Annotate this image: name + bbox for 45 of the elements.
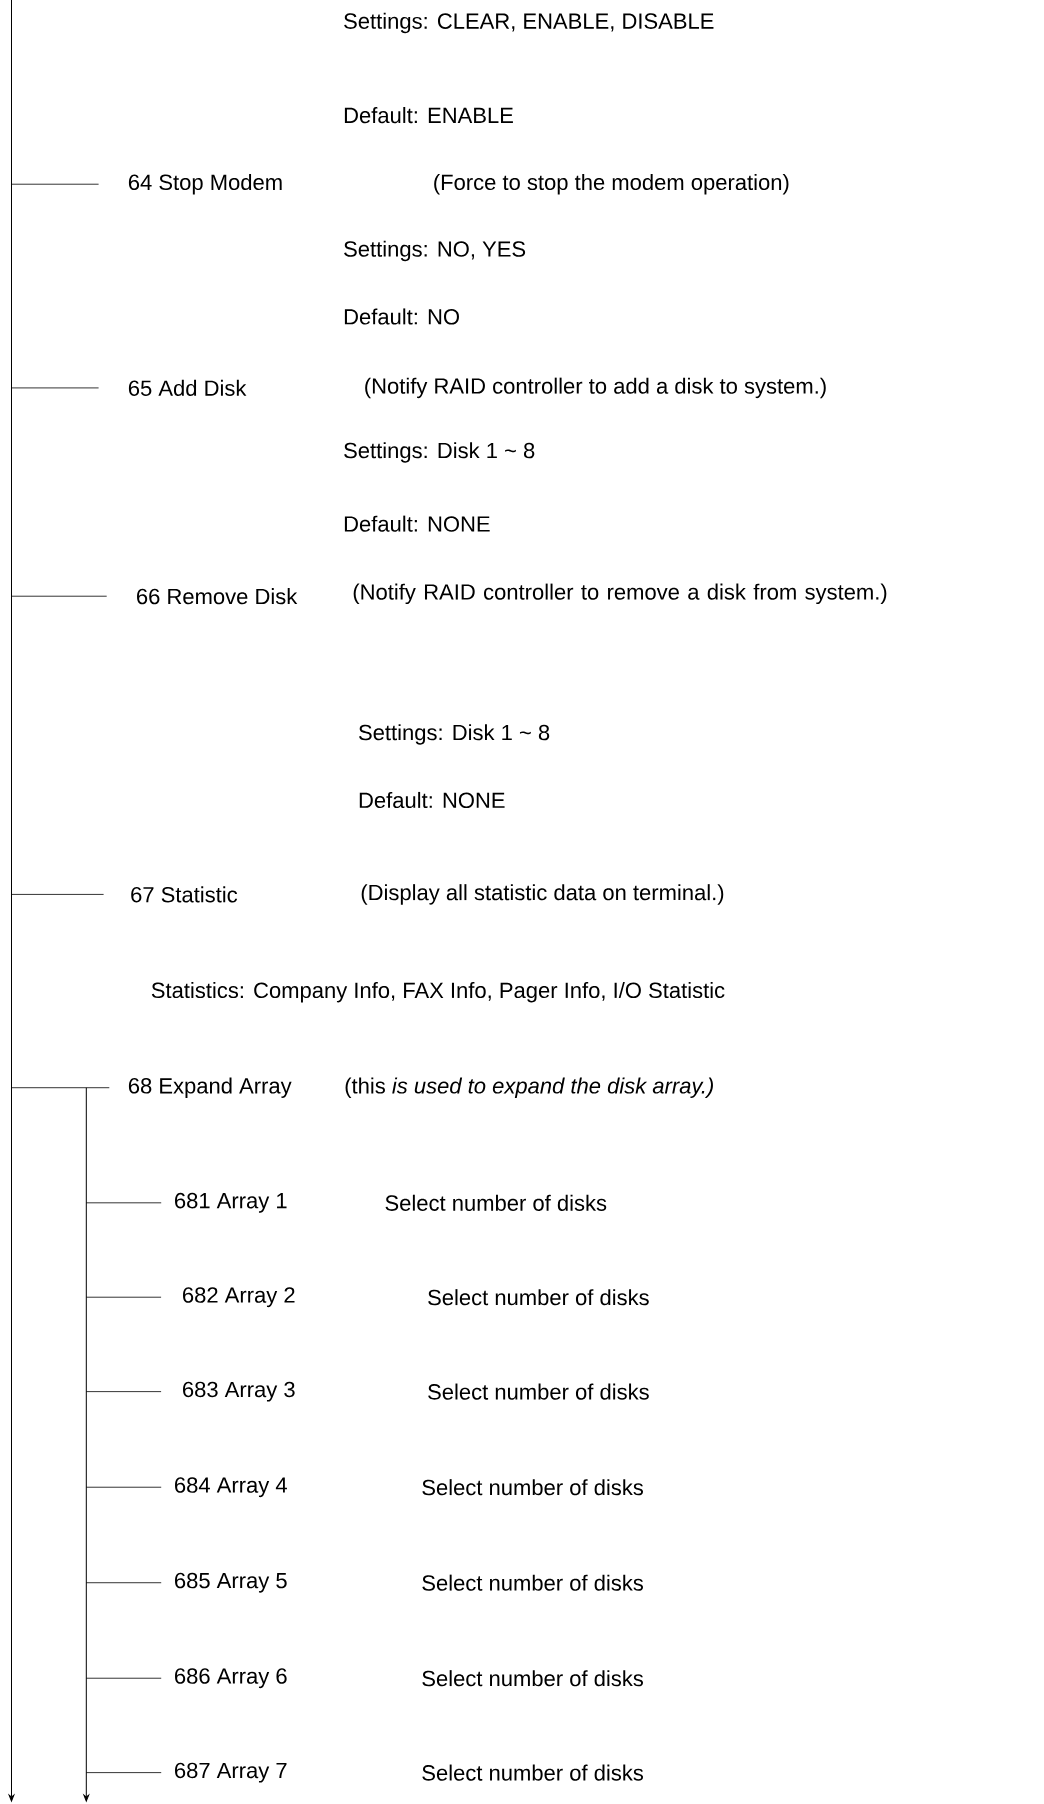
menu-item: 687 Array 7 <box>175 1762 287 1783</box>
item-description: Select number of disks <box>422 1479 643 1496</box>
item-description: (Notify RAID controller to remove a disk from system.) <box>353 583 887 605</box>
menu-item: 64 Stop Modem <box>128 173 282 195</box>
setting-text: Statistics: Company Info, FAX Info, Pager Info, I/O Statistic <box>151 981 725 1003</box>
branch-line <box>85 1202 162 1204</box>
setting-text: Default: NONE <box>359 791 505 809</box>
branch-line <box>85 1582 162 1584</box>
menu-item: 65 Add Disk <box>128 379 247 396</box>
item-description: Select number of disks <box>422 1764 643 1781</box>
menu-item: 681 Array 1 <box>175 1192 287 1213</box>
setting-text: Settings: Disk 1 ~ 8 <box>344 442 535 463</box>
menu-item: 67 Statistic <box>131 886 238 903</box>
setting-text: Settings: Disk 1 ~ 8 <box>359 724 550 745</box>
menu-item: 685 Array 5 <box>175 1572 287 1593</box>
note-text: Default: ENABLE <box>344 107 513 124</box>
branch-line <box>11 1087 110 1089</box>
item-description: Select number of disks <box>428 1383 649 1400</box>
setting-text: Default: NO <box>344 308 459 325</box>
branch-line <box>11 387 99 389</box>
branch-line <box>85 1677 162 1679</box>
item-description: (Notify RAID controller to add a disk to system.) <box>365 377 826 399</box>
item-description: Select number of disks <box>428 1289 649 1306</box>
menu-item: 683 Array 3 <box>183 1381 295 1402</box>
branch-line <box>11 894 104 895</box>
menu-item: 686 Array 6 <box>175 1668 287 1689</box>
branch-line <box>11 595 108 597</box>
branch-line <box>85 1772 162 1773</box>
branch-line <box>11 183 99 185</box>
item-description: (Display all statistic data on terminal.) <box>361 884 724 905</box>
branch-line <box>85 1296 162 1298</box>
menu-item: 66 Remove Disk <box>137 588 298 605</box>
branch-line <box>85 1391 162 1392</box>
note-text: Settings: CLEAR, ENABLE, DISABLE <box>344 12 714 34</box>
menu-item: 684 Array 4 <box>175 1477 287 1498</box>
item-description: Select number of disks <box>385 1194 607 1211</box>
menu-item: 682 Array 2 <box>183 1287 295 1308</box>
setting-text: Default: NONE <box>344 515 490 532</box>
setting-text: Settings: NO, YES <box>344 240 526 262</box>
item-description: (this is used to expand the disk array.) <box>345 1077 713 1098</box>
branch-line <box>85 1486 162 1488</box>
item-description: Select number of disks <box>422 1574 643 1591</box>
item-description: (Force to stop the modem operation) <box>434 173 789 195</box>
item-description: Select number of disks <box>422 1670 643 1687</box>
menu-item: 68 Expand Array <box>128 1077 292 1098</box>
